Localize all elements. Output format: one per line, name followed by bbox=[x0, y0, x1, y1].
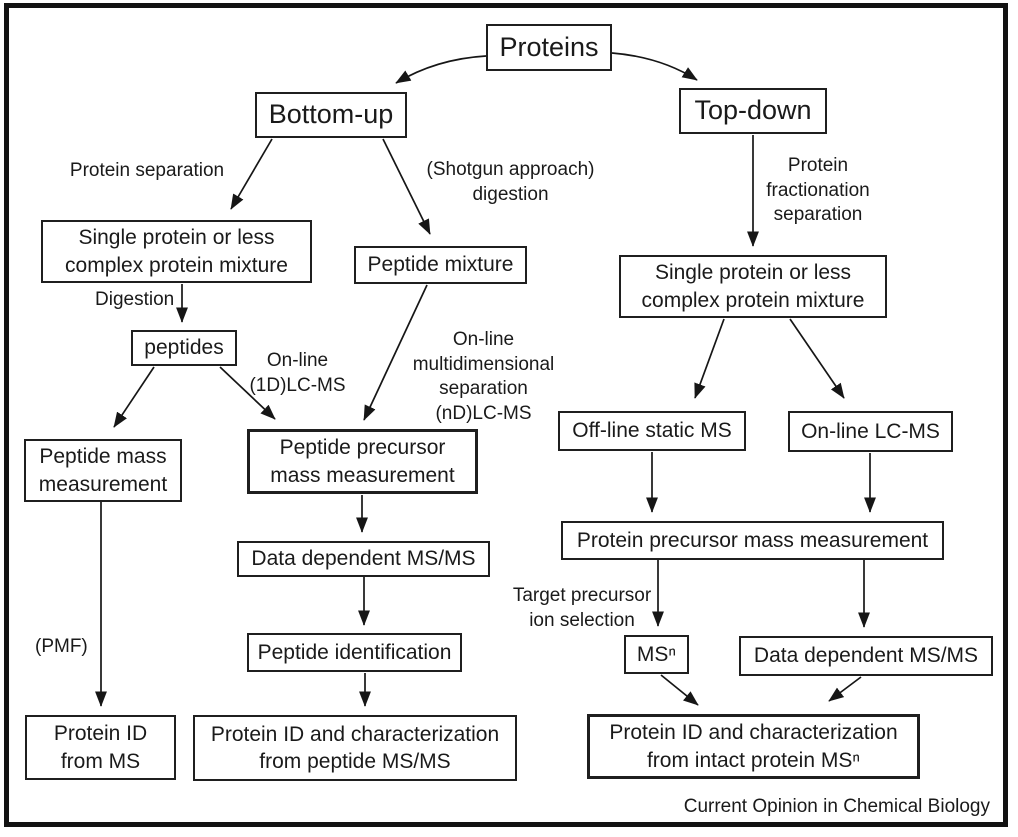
edge-label-pmf: (PMF) bbox=[35, 636, 88, 657]
node-single-protein-left: Single protein or less complex protein m… bbox=[41, 220, 312, 283]
node-proteins: Proteins bbox=[486, 24, 612, 71]
arrow-peptides-to-peptide-precursor bbox=[219, 366, 276, 420]
node-offline-static-ms: Off-line static MS bbox=[558, 411, 746, 451]
node-data-dependent-msms-left: Data dependent MS/MS bbox=[237, 541, 490, 577]
node-top-down: Top-down bbox=[679, 88, 827, 134]
node-online-lcms: On-line LC-MS bbox=[788, 411, 953, 452]
edge-label-online-nd-lcms: On-line multidimensional separation (nD)… bbox=[412, 329, 555, 425]
node-peptide-mixture: Peptide mixture bbox=[354, 246, 527, 284]
node-peptide-identification: Peptide identification bbox=[247, 633, 462, 672]
node-single-protein-right: Single protein or less complex protein m… bbox=[619, 255, 887, 318]
node-protein-id-from-ms: Protein ID from MS bbox=[25, 715, 176, 780]
node-msn: MSⁿ bbox=[624, 635, 689, 674]
edge-label-protein-fractionation: Protein fractionation separation bbox=[766, 155, 870, 226]
node-peptide-precursor-mass-measurement: Peptide precursor mass measurement bbox=[247, 429, 478, 494]
edge-label-protein-separation: Protein separation bbox=[69, 160, 225, 181]
journal-attribution: Current Opinion in Chemical Biology bbox=[683, 796, 990, 817]
edge-label-target-precursor-ion-selection: Target precursor ion selection bbox=[512, 585, 652, 631]
arrow-data-dependent-right-to-protein-id-intact bbox=[828, 676, 862, 702]
node-peptides: peptides bbox=[131, 330, 237, 366]
arrow-single-protein-to-online-lcms bbox=[789, 318, 845, 399]
arrow-single-protein-to-offline-ms bbox=[694, 318, 725, 399]
arrow-msn-to-protein-id-intact bbox=[660, 674, 699, 706]
node-peptide-mass-measurement: Peptide mass measurement bbox=[24, 439, 182, 502]
arrow-proteins-to-bottom-up bbox=[395, 55, 487, 84]
node-protein-precursor-mass-measurement: Protein precursor mass measurement bbox=[561, 521, 944, 560]
node-data-dependent-msms-right: Data dependent MS/MS bbox=[739, 636, 993, 676]
node-bottom-up: Bottom-up bbox=[255, 92, 407, 138]
node-protein-id-peptide-msms: Protein ID and characterization from pep… bbox=[193, 715, 517, 781]
arrow-peptides-to-peptide-mass bbox=[113, 366, 155, 428]
edge-label-shotgun-digestion: (Shotgun approach) digestion bbox=[426, 159, 595, 205]
arrow-peptide-mixture-to-peptide-precursor bbox=[363, 284, 428, 421]
edge-label-digestion: Digestion bbox=[95, 289, 175, 310]
node-protein-id-intact: Protein ID and characterization from int… bbox=[587, 714, 920, 779]
arrow-proteins-to-top-down bbox=[611, 52, 698, 81]
arrow-bottom-up-to-single-protein bbox=[230, 138, 273, 210]
arrow-bottom-up-to-peptide-mixture bbox=[382, 138, 431, 235]
edge-label-online-1d-lcms: On-line (1D)LC-MS bbox=[249, 350, 346, 396]
